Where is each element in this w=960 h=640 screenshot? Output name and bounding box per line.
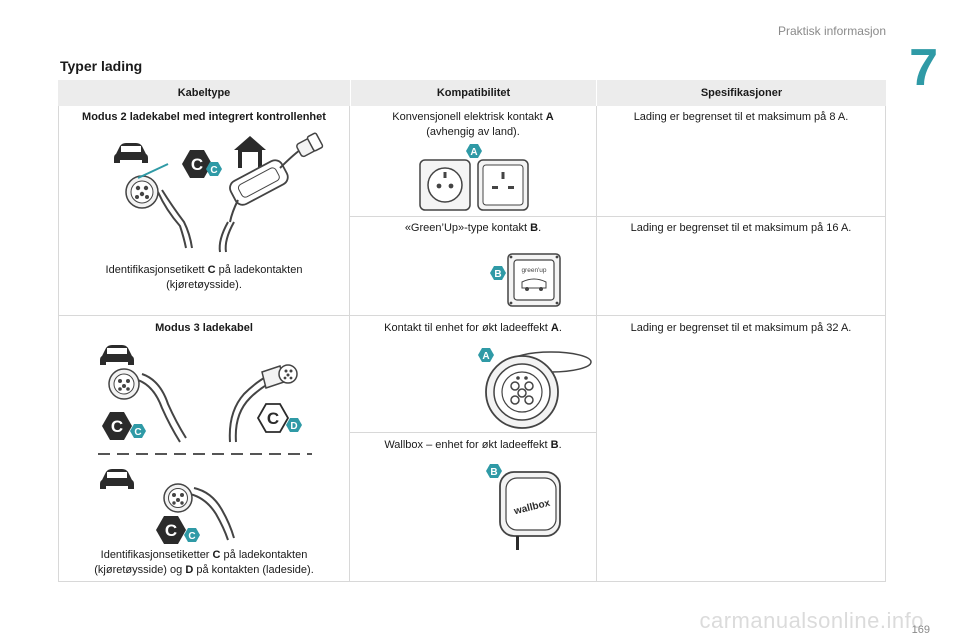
- greenup-socket-illustration: B green'up: [490, 253, 561, 307]
- table-header-compatibility: Kompatibilitet: [350, 80, 596, 106]
- badge-a: A: [466, 144, 482, 158]
- badge-c: C: [184, 528, 200, 542]
- car-icon: [100, 345, 134, 365]
- wallbox-icon: wallbox: [499, 471, 561, 550]
- mode2-spec-a: Lading er begrenset til et maksimum på 8…: [633, 111, 849, 123]
- car-icon: [100, 469, 134, 489]
- svg-text:C: C: [210, 165, 217, 176]
- svg-text:C: C: [191, 155, 203, 174]
- badge-d: D: [286, 418, 302, 432]
- svg-text:D: D: [290, 421, 297, 432]
- mode2-caption: Identifikasjonsetikett C på ladekontakte…: [105, 264, 303, 291]
- reinforced-socket-illustration: A: [478, 348, 592, 429]
- french-socket-icon: [419, 159, 471, 211]
- mode2-spec-b: Lading er begrenset til et maksimum på 1…: [630, 222, 852, 234]
- chapter-number: 7: [909, 39, 938, 97]
- table-header-cable-type: Kabeltype: [58, 80, 350, 106]
- mode2-illustration: C C: [114, 132, 324, 253]
- svg-text:C: C: [188, 531, 195, 542]
- vehicle-connector: [163, 483, 235, 541]
- svg-text:B: B: [494, 269, 501, 280]
- reinforced-socket-icon: [485, 351, 592, 429]
- label-c-hexagon: C: [156, 516, 186, 544]
- conventional-socket-illustration: A: [419, 144, 529, 211]
- badge-c: C: [206, 162, 222, 176]
- car-icon: [114, 143, 148, 163]
- label-d-hexagon: C: [256, 403, 290, 433]
- mode3-title: Modus 3 ladekabel: [155, 322, 253, 334]
- vehicle-connector: [125, 163, 193, 249]
- mode3-compat-b-text: Wallbox – enhet for økt ladeeffekt B.: [384, 439, 562, 451]
- mode2-compat-b-text: «Green’Up»-type kontakt B.: [404, 222, 542, 234]
- mode3-spec: Lading er begrenset til et maksimum på 3…: [630, 322, 852, 334]
- mode3-compat-a-text: Kontakt til enhet for økt ladeeffekt A.: [384, 322, 562, 334]
- svg-text:C: C: [267, 409, 279, 428]
- mode2-title: Modus 2 ladekabel med integrert kontroll…: [82, 111, 326, 123]
- svg-text:C: C: [111, 417, 123, 436]
- svg-text:C: C: [165, 521, 177, 540]
- table-header-specifications: Spesifikasjoner: [596, 80, 886, 106]
- badge-b: B: [490, 266, 506, 280]
- greenup-socket-icon: green'up: [507, 253, 561, 307]
- svg-text:B: B: [490, 467, 497, 478]
- uk-socket-icon: [477, 159, 529, 211]
- svg-text:A: A: [470, 147, 477, 158]
- svg-text:green'up: green'up: [521, 267, 546, 274]
- header-section-title: Praktisk informasjon: [777, 24, 886, 38]
- badge-c: C: [130, 424, 146, 438]
- mode3-caption: Identifikasjonsetiketter C på ladekontak…: [94, 549, 314, 576]
- wallbox-illustration: B wallbox: [486, 464, 561, 550]
- house-icon: [234, 136, 266, 168]
- mode2-compat-a-text: Konvensjonell elektrisk kontakt A (avhen…: [392, 111, 554, 138]
- watermark: carmanualsonline.info: [699, 608, 924, 633]
- svg-text:A: A: [482, 351, 489, 362]
- label-c-hexagon: C: [102, 412, 132, 440]
- vehicle-connector: [108, 368, 187, 443]
- charging-side-connector: [228, 364, 298, 443]
- control-box-and-plug: [218, 132, 324, 253]
- mode3-illustration: C C C D: [98, 345, 312, 544]
- label-c-hexagon: C: [182, 150, 212, 178]
- badge-b: B: [486, 464, 502, 478]
- page-number: 169: [911, 624, 930, 636]
- svg-text:C: C: [134, 427, 141, 438]
- page-title: Typer lading: [60, 58, 143, 74]
- badge-a: A: [478, 348, 494, 362]
- charging-types-table: Kabeltype Kompatibilitet Spesifikasjoner…: [58, 80, 886, 582]
